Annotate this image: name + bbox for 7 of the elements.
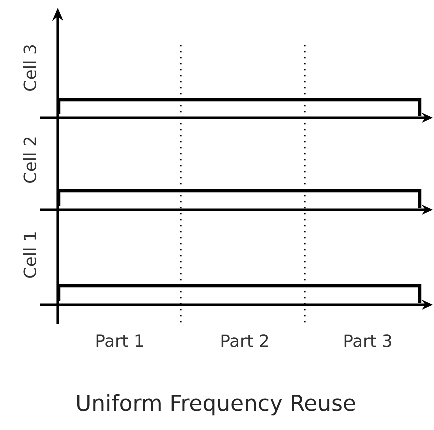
cell-label: Cell 3: [23, 45, 37, 91]
part-label: Part 3: [344, 334, 392, 348]
part-label: Part 2: [222, 334, 268, 348]
cell-label: Cell 2: [23, 138, 37, 183]
cell-label: Cell 1: [23, 232, 37, 278]
title: Uniform Frequency Reuse: [78, 394, 356, 416]
part-label: Part 1: [96, 334, 144, 348]
